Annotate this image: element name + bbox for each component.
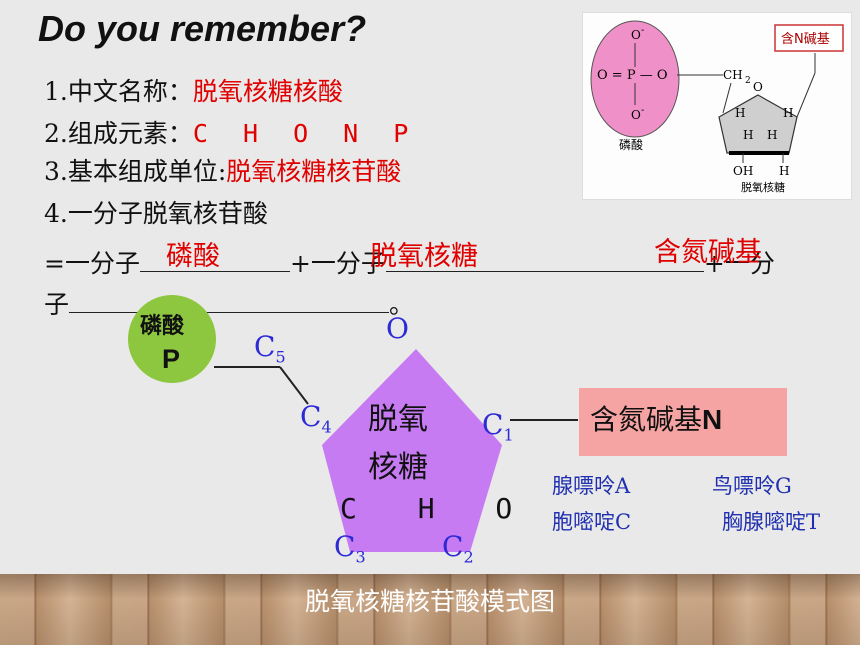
svg-text:2: 2 xyxy=(745,76,751,86)
svg-text:H: H xyxy=(783,106,793,120)
sugar-label-line1: 脱氧 xyxy=(368,402,428,437)
blank-phosphate xyxy=(139,249,290,272)
reference-structure-image: O - O = P — O O - 磷酸 CH 2 O H H H H OH H… xyxy=(582,12,852,200)
nucleotide-structure-drawing: O - O = P — O O - 磷酸 CH 2 O H H H H OH H… xyxy=(590,20,844,194)
base-thymine: 胸腺嘧啶T xyxy=(722,510,821,534)
base-guanine: 鸟嘌呤G xyxy=(712,474,792,498)
answer-base: 含氮碱基 xyxy=(654,237,762,268)
ring-oxygen-label: O xyxy=(386,312,409,345)
base-adenine: 腺嘌呤A xyxy=(552,474,631,498)
slide-title: Do you remember? xyxy=(38,8,367,49)
svg-text:H: H xyxy=(767,128,777,142)
line-elements: 2.组成元素：C H O N P xyxy=(44,119,419,148)
svg-text:O: O xyxy=(753,80,763,94)
svg-text:-: - xyxy=(641,25,644,36)
carbon-1-label: C1 xyxy=(482,408,514,445)
blank-sugar-base xyxy=(385,249,704,272)
carbon-2-label: C2 xyxy=(442,530,474,567)
answer-sugar: 脱氧核糖 xyxy=(370,241,478,272)
sugar-label-line2: 核糖 xyxy=(368,450,428,485)
phosphate-symbol: P xyxy=(162,344,181,374)
phosphate-label: 磷酸 xyxy=(140,314,185,339)
diagram-caption: 脱氧核糖核苷酸模式图 xyxy=(304,587,555,616)
svg-text:-: - xyxy=(641,105,644,116)
nitrogenous-base-label: 含氮碱基N xyxy=(590,403,723,436)
svg-text:CH: CH xyxy=(723,68,743,82)
deoxyribose-pentagon xyxy=(322,349,502,552)
answer-phosphate: 磷酸 xyxy=(166,241,220,272)
blank-base xyxy=(69,290,390,313)
line-nucleotide: 4.一分子脱氧核苷酸 xyxy=(44,199,268,228)
phosphate-circle xyxy=(128,295,216,383)
line-composition: =一分子+一分子+一分 xyxy=(44,249,775,278)
line-basic-unit: 3.基本组成单位:脱氧核糖核苷酸 xyxy=(44,157,402,186)
carbon-5-label: C5 xyxy=(254,330,286,367)
sugar-elements: C H O xyxy=(340,492,535,525)
base-cytosine: 胞嘧啶C xyxy=(552,510,632,534)
ref-o-p-o: O = P — O xyxy=(597,68,667,83)
ref-o-top: O xyxy=(631,28,641,42)
carbon-3-label: C3 xyxy=(334,530,366,567)
nitrogenous-base-box xyxy=(579,388,787,456)
svg-text:H: H xyxy=(779,164,789,178)
ref-phosphate-caption: 磷酸 xyxy=(619,137,643,152)
svg-text:H: H xyxy=(743,128,753,142)
svg-text:O: O xyxy=(631,108,641,122)
ref-base-label: 含N碱基 xyxy=(781,31,830,47)
wood-floor-background xyxy=(0,574,860,645)
line-composition-cont: 子。 xyxy=(44,290,415,319)
svg-text:OH: OH xyxy=(733,164,753,178)
ref-sugar-caption: 脱氧核糖 xyxy=(741,180,785,194)
svg-text:H: H xyxy=(735,106,745,120)
line-chinese-name: 1.中文名称：脱氧核糖核酸 xyxy=(44,77,343,106)
carbon-4-label: C4 xyxy=(300,400,332,437)
